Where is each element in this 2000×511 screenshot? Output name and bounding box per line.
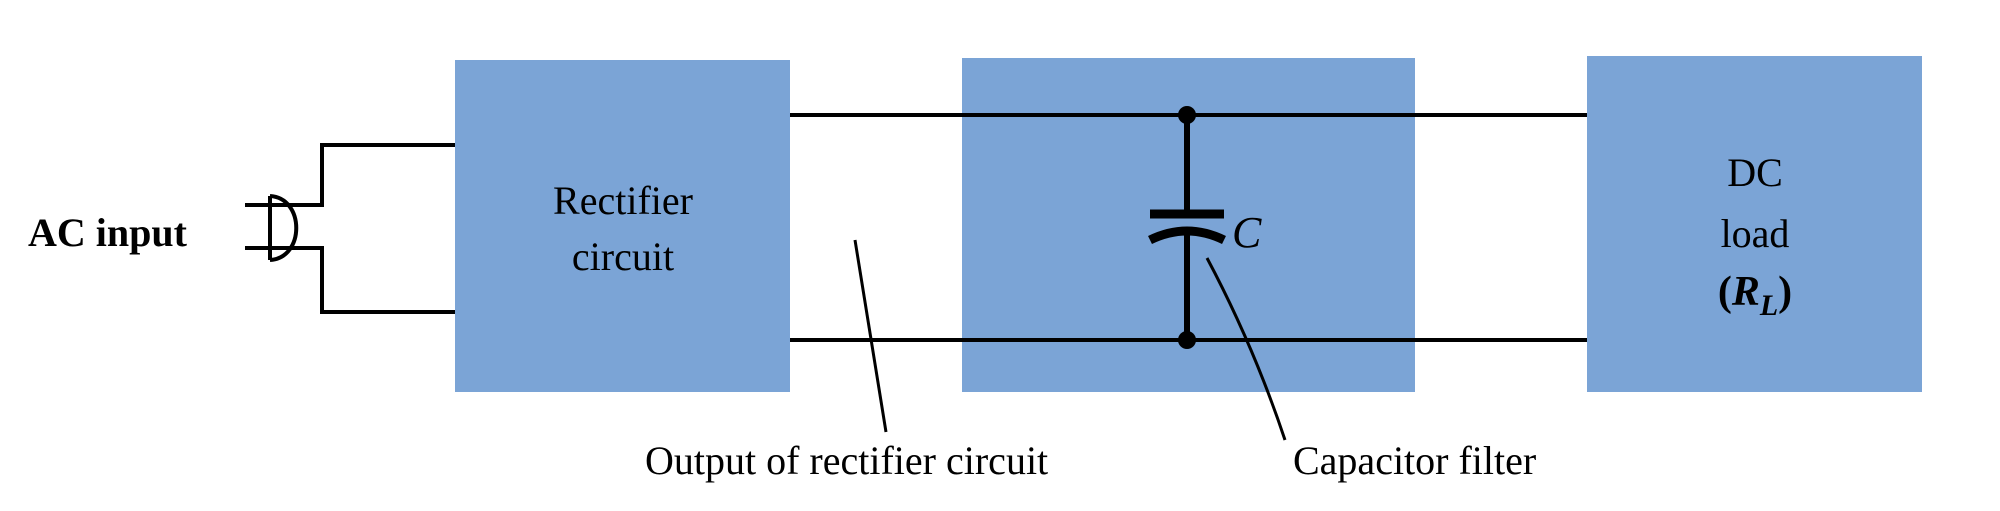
rectifier-label-line2: circuit — [572, 234, 674, 279]
load-resistor-subscript: L — [1759, 289, 1778, 322]
dc-load-label-line1: DC — [1727, 150, 1783, 195]
dc-load-label-line2: load — [1721, 211, 1790, 256]
load-resistor-label: (RL) — [1718, 269, 1792, 322]
ac-input-plug — [245, 194, 299, 262]
capacitor-filter-annotation: Capacitor filter — [1293, 438, 1536, 483]
dc-load-block — [1587, 56, 1922, 392]
rectifier-output-leader — [853, 239, 888, 433]
ac-input-label: AC input — [28, 210, 188, 255]
rectifier-label-line1: Rectifier — [553, 178, 693, 223]
rectifier-block — [455, 60, 790, 392]
capacitor-symbol — [1148, 106, 1226, 349]
capacitor-label: C — [1232, 208, 1262, 257]
capacitor-filter-leader — [1205, 257, 1287, 441]
load-resistor-symbol: R — [1731, 269, 1760, 315]
input-wires — [290, 143, 455, 314]
rectifier-output-annotation: Output of rectifier circuit — [645, 438, 1048, 483]
